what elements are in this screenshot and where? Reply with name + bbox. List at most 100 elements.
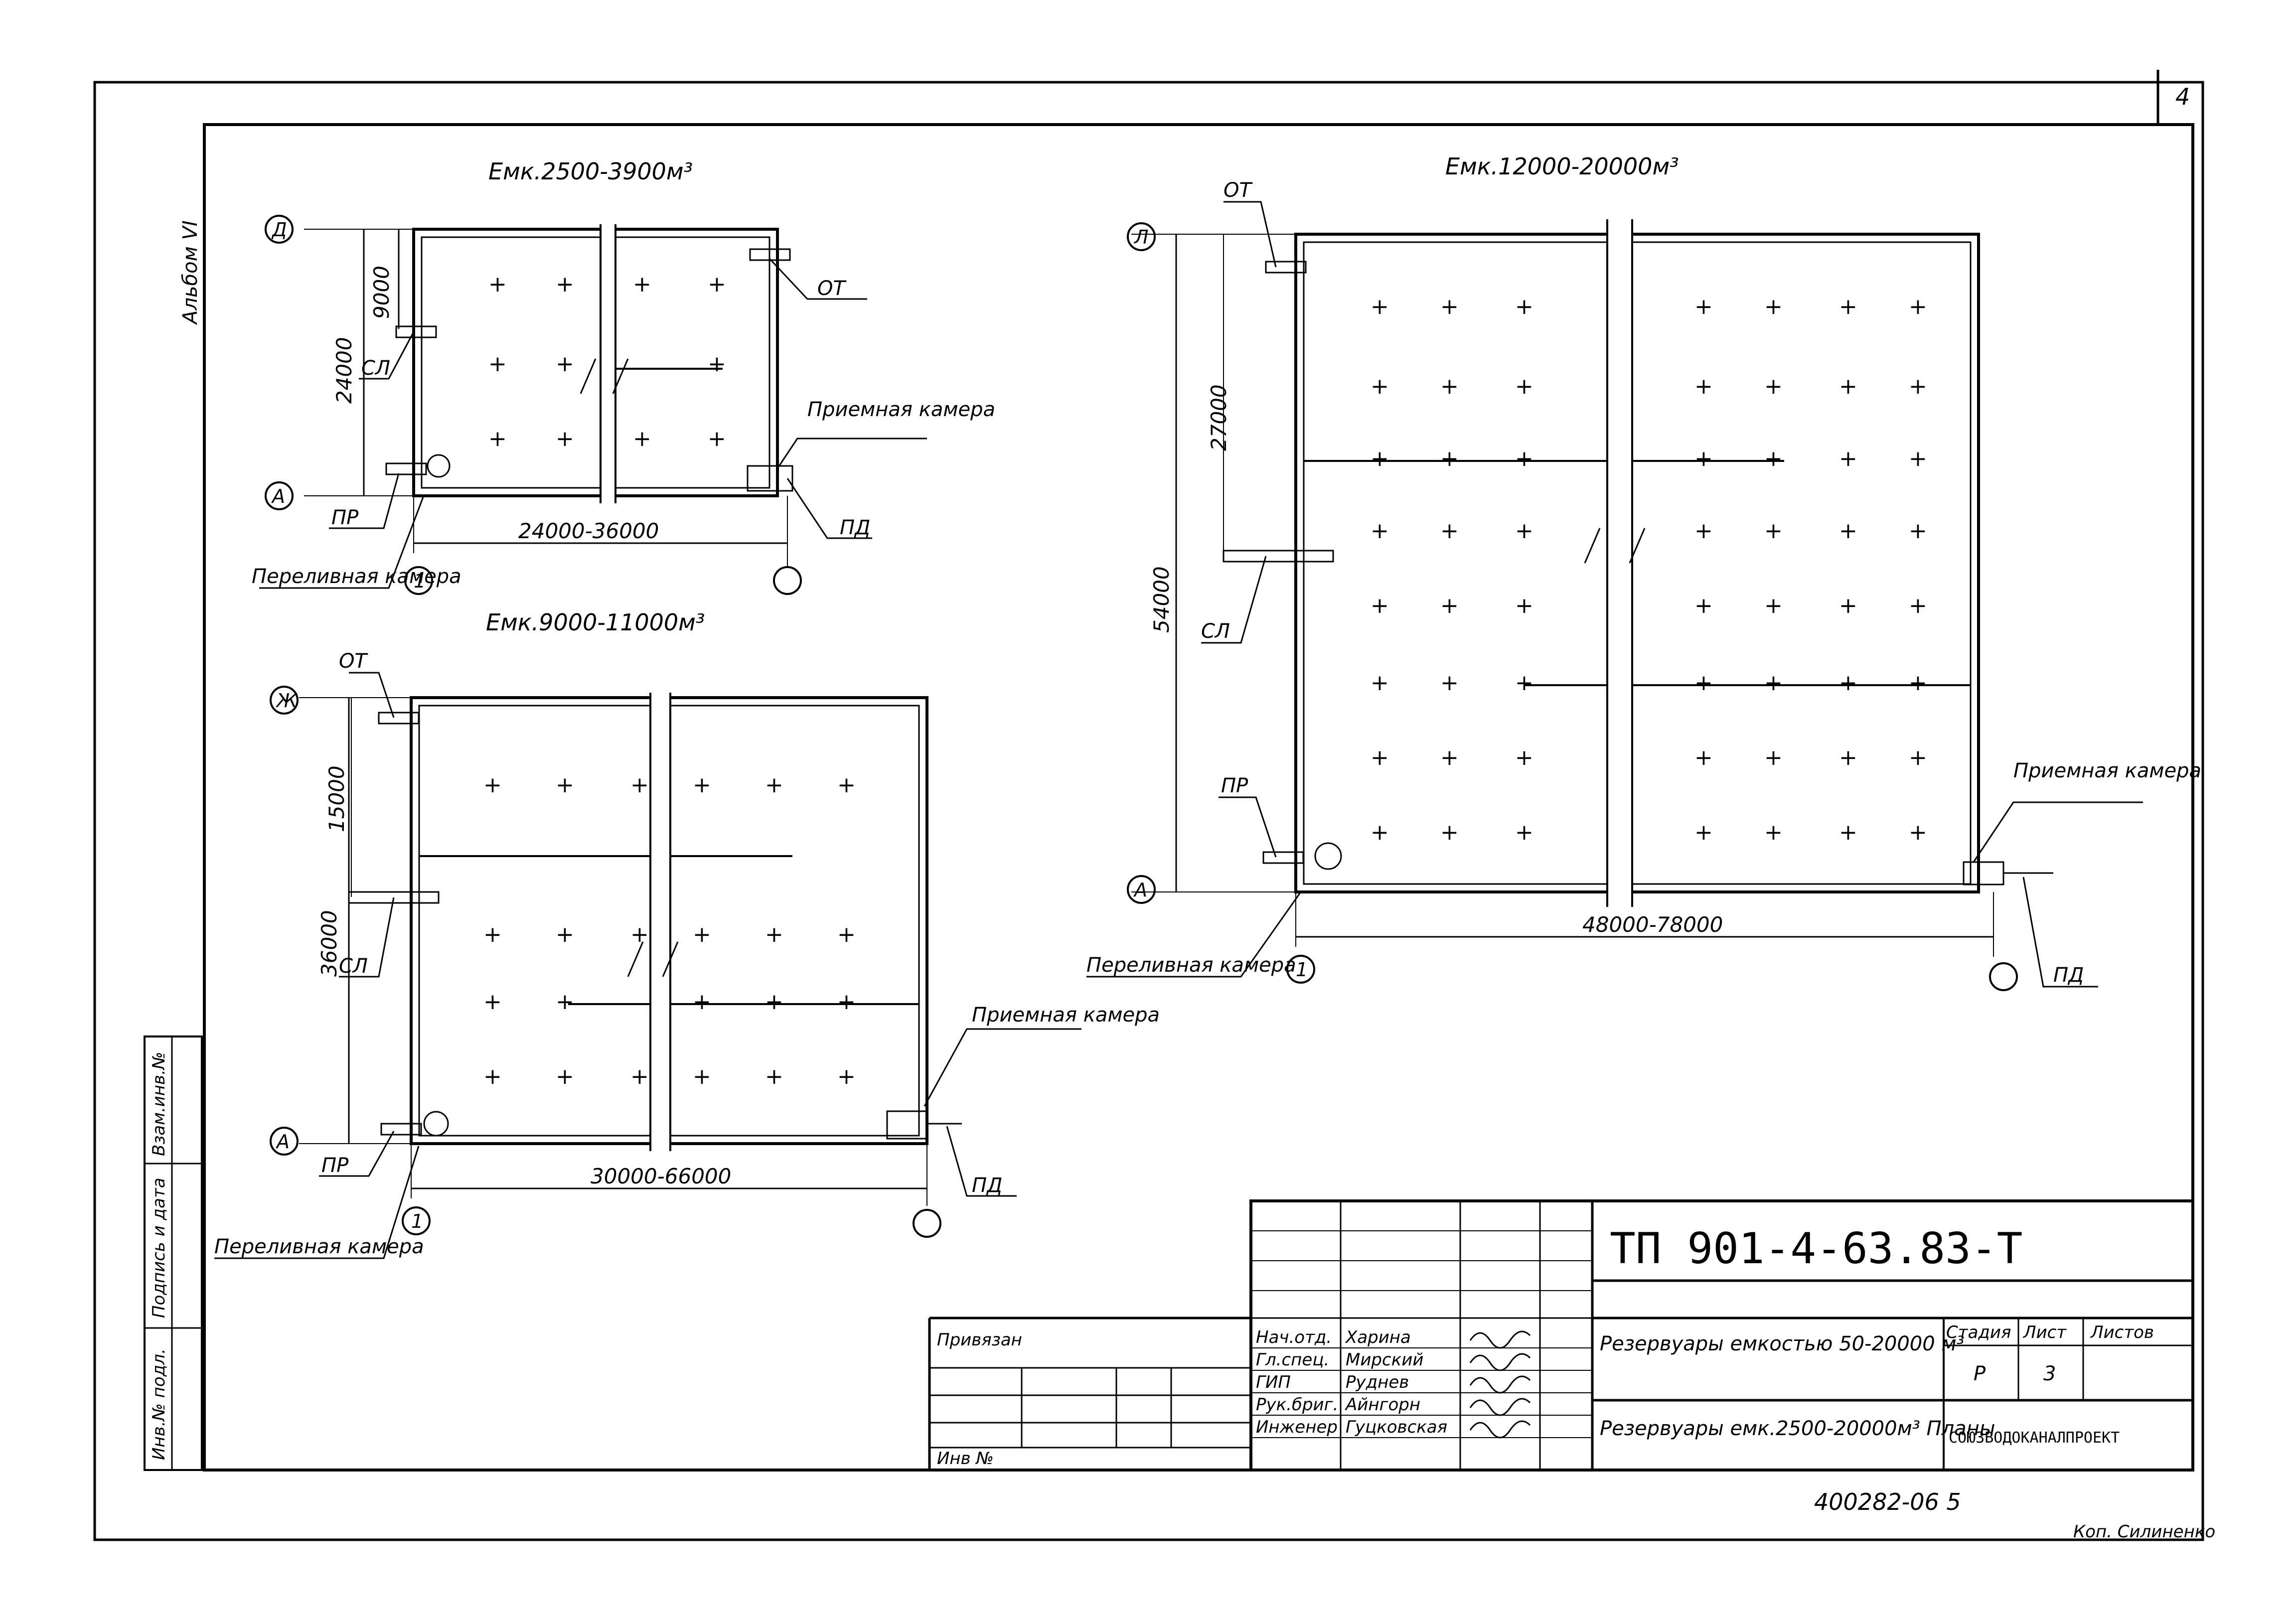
organization-name: СОЮЗВОДОКАНАЛПРОЕКТ: [1949, 1429, 2120, 1447]
svg-text:+: +: [630, 922, 649, 947]
svg-text:+: +: [1909, 294, 1927, 319]
svg-text:+: +: [556, 922, 574, 947]
svg-text:+: +: [630, 772, 649, 798]
svg-text:+: +: [1371, 446, 1389, 471]
svg-text:+: +: [1371, 670, 1389, 696]
svg-text:+: +: [693, 772, 711, 798]
svg-text:+: +: [1909, 593, 1927, 618]
svg-text:ОТ: ОТ: [1224, 179, 1253, 202]
svg-text:+: +: [1440, 745, 1459, 770]
svg-text:ПД: ПД: [840, 516, 870, 539]
plan-title: Емк.2500-3900м³: [488, 158, 693, 185]
svg-text:+: +: [1440, 518, 1459, 544]
svg-text:Лист: Лист: [2022, 1323, 2067, 1342]
svg-text:+: +: [1694, 446, 1713, 471]
svg-text:+: +: [1909, 745, 1927, 770]
svg-text:СЛ: СЛ: [1201, 620, 1230, 643]
svg-text:+: +: [837, 922, 856, 947]
svg-text:Харина: Харина: [1345, 1327, 1411, 1347]
svg-text:ПР: ПР: [1221, 774, 1248, 797]
svg-text:+: +: [1909, 446, 1927, 471]
svg-text:+: +: [708, 351, 726, 377]
svg-text:А: А: [1133, 879, 1147, 901]
copied-by: Коп. Силиненко: [2073, 1522, 2215, 1542]
svg-text:ПД: ПД: [2053, 964, 2084, 987]
svg-text:+: +: [1371, 820, 1389, 845]
svg-text:+: +: [1909, 670, 1927, 696]
signature-3: [1469, 1375, 1531, 1394]
svg-text:ГИП: ГИП: [1256, 1372, 1291, 1392]
svg-text:+: +: [708, 426, 726, 451]
svg-text:ПД: ПД: [972, 1174, 1002, 1197]
svg-text:Л: Л: [1133, 226, 1149, 248]
inner-frame: [203, 123, 2194, 1472]
svg-text:Инв №: Инв №: [937, 1449, 994, 1469]
svg-text:24000-36000: 24000-36000: [518, 519, 659, 543]
svg-text:ПР: ПР: [321, 1154, 349, 1177]
svg-text:А: А: [271, 485, 285, 507]
svg-text:+: +: [765, 772, 783, 798]
svg-text:+: +: [556, 989, 574, 1015]
svg-text:+: +: [633, 426, 651, 451]
svg-text:+: +: [1909, 518, 1927, 544]
svg-text:+: +: [693, 989, 711, 1015]
svg-text:+: +: [1440, 670, 1459, 696]
svg-text:+: +: [837, 772, 856, 798]
svg-text:+: +: [837, 1064, 856, 1089]
svg-text:Переливная камера: Переливная камера: [1086, 954, 1296, 977]
svg-text:+: +: [1909, 374, 1927, 399]
svg-text:+: +: [1440, 593, 1459, 618]
svg-text:+: +: [1515, 745, 1533, 770]
svg-text:+: +: [1440, 374, 1459, 399]
overflow-chamber-label: Переливная камера: [252, 565, 461, 588]
svg-text:1: 1: [1296, 959, 1308, 981]
svg-text:+: +: [765, 922, 783, 947]
plan-title: Емк.9000-11000м³: [486, 609, 705, 636]
outer-frame: [93, 81, 2204, 1541]
svg-text:Мирский: Мирский: [1346, 1350, 1423, 1370]
svg-text:Резервуары емкостью 50-20000 м: Резервуары емкостью 50-20000 м³: [1600, 1332, 1965, 1355]
svg-text:+: +: [1371, 374, 1389, 399]
receiving-chamber-label: Приемная камера: [807, 398, 995, 421]
svg-text:Стадия: Стадия: [1946, 1323, 2011, 1342]
signature-4: [1469, 1398, 1531, 1416]
svg-text:Резервуары емк.2500-20000м³ Пл: Резервуары емк.2500-20000м³ Планы: [1600, 1417, 1995, 1440]
svg-text:+: +: [1694, 820, 1713, 845]
svg-text:+: +: [1764, 593, 1783, 618]
svg-text:1: 1: [414, 570, 426, 592]
svg-text:+: +: [1694, 670, 1713, 696]
svg-text:+: +: [1440, 446, 1459, 471]
svg-text:Инженер: Инженер: [1256, 1417, 1338, 1437]
svg-text:+: +: [1515, 593, 1533, 618]
svg-text:+: +: [556, 351, 574, 377]
svg-text:+: +: [556, 426, 574, 451]
svg-text:+: +: [1764, 446, 1783, 471]
signature-1: [1469, 1330, 1531, 1349]
svg-text:+: +: [1515, 446, 1533, 471]
svg-text:15000: 15000: [324, 765, 349, 832]
svg-text:+: +: [483, 1064, 502, 1089]
svg-text:+: +: [556, 772, 574, 798]
svg-text:+: +: [488, 426, 507, 451]
svg-text:+: +: [1839, 294, 1857, 319]
svg-text:+: +: [1371, 518, 1389, 544]
column-grid: +++++++ +++++++ +++++++ +++++++ +++++++ …: [1371, 294, 1927, 845]
svg-text:+: +: [1909, 820, 1927, 845]
svg-text:+: +: [708, 272, 726, 297]
svg-text:+: +: [1515, 294, 1533, 319]
svg-text:+: +: [1764, 374, 1783, 399]
svg-text:Ж: Ж: [276, 690, 298, 712]
svg-text:+: +: [630, 1064, 649, 1089]
album-label: Альбом VI: [179, 220, 202, 325]
plan-2500-3900: Емк.2500-3900м³ ++++ +++ ++++ 24000 9000…: [252, 158, 995, 595]
svg-text:Привязан: Привязан: [937, 1330, 1022, 1350]
svg-text:+: +: [1839, 518, 1857, 544]
svg-text:1: 1: [411, 1210, 423, 1232]
svg-text:+: +: [1371, 593, 1389, 618]
svg-text:Нач.отд.: Нач.отд.: [1256, 1327, 1332, 1347]
svg-text:+: +: [1839, 446, 1857, 471]
svg-text:СЛ: СЛ: [361, 357, 390, 380]
svg-text:+: +: [1694, 374, 1713, 399]
svg-text:+: +: [1839, 820, 1857, 845]
